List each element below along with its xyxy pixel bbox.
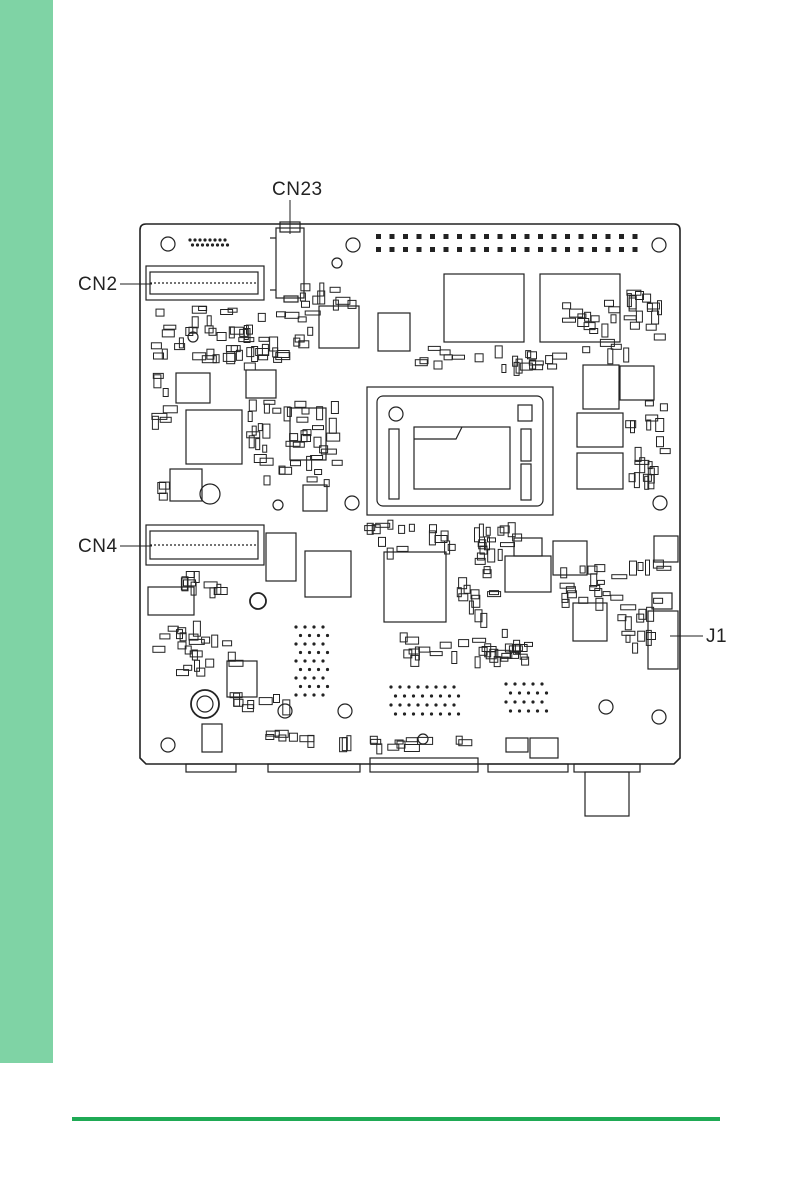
soc-package	[367, 387, 553, 515]
cn2-connector	[146, 266, 264, 300]
memory-chips	[444, 274, 620, 342]
callout-j1: J1	[706, 627, 727, 646]
misc-round-parts	[188, 332, 613, 744]
callout-cn2: CN2	[78, 275, 118, 294]
cn4-connector	[146, 525, 264, 565]
callout-cn23: CN23	[272, 180, 323, 199]
callout-leader-lines	[120, 200, 703, 636]
connector-dot-grids	[188, 238, 548, 715]
board-outline	[140, 224, 680, 764]
large-ics	[148, 306, 678, 697]
j1-connector	[648, 593, 678, 669]
footer-rule	[72, 1117, 720, 1121]
gpio-header-pins	[376, 234, 638, 252]
passive-components	[151, 283, 671, 754]
callout-cn4: CN4	[78, 537, 118, 556]
cn23-connector	[270, 222, 304, 302]
